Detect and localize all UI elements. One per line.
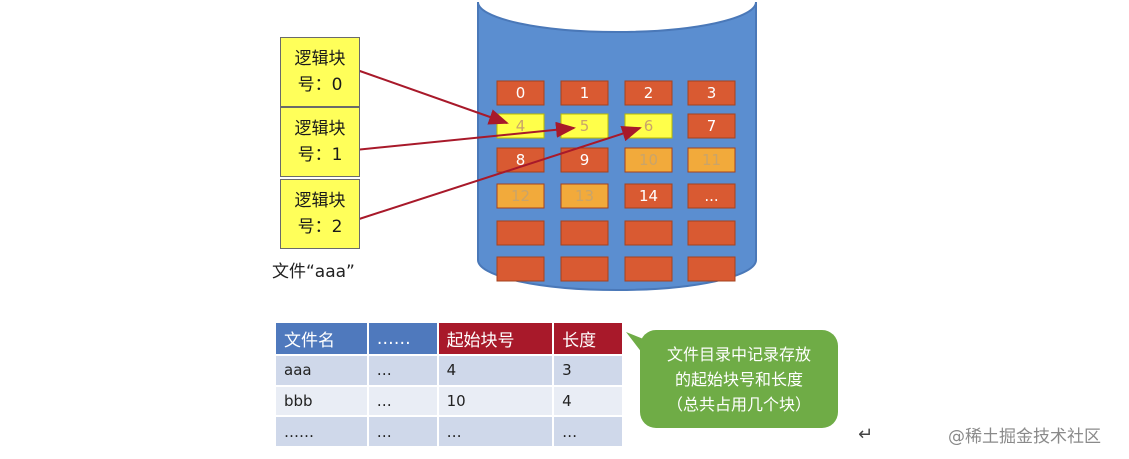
disk-block-17 <box>560 220 609 246</box>
cell-length: 4 <box>552 384 624 418</box>
disk-block-13 <box>560 183 609 209</box>
table-row: aaa … 4 3 <box>274 354 624 387</box>
disk-block-label: 12 <box>511 187 530 205</box>
disk-block-16 <box>496 220 545 246</box>
cell-file-name: aaa <box>274 354 369 387</box>
mapping-arrows <box>352 69 642 222</box>
table-row: …… … … … <box>274 415 624 448</box>
watermark: @稀土掘金技术社区 <box>948 427 1101 447</box>
logical-block-2: 逻辑块 号：2 <box>280 179 360 249</box>
disk-block-label: 2 <box>644 84 654 102</box>
disk-block-2 <box>624 80 673 106</box>
mapping-arrow-2 <box>352 125 642 222</box>
header-ellipsis: …… <box>366 321 439 356</box>
logical-block-1: 逻辑块 号：1 <box>280 107 360 177</box>
disk-block-3 <box>687 80 736 106</box>
disk-block-11 <box>687 147 736 173</box>
cell-file-name: …… <box>274 415 369 448</box>
callout-line-2: 的起始块号和长度 <box>674 369 803 389</box>
disk-block-label: ... <box>704 187 718 205</box>
table-header-row: 文件名 …… 起始块号 长度 <box>274 321 624 356</box>
logical-block-number: 号：1 <box>297 145 343 165</box>
header-start-block: 起始块号 <box>436 321 555 356</box>
callout-line-1: 文件目录中记录存放 <box>666 344 811 364</box>
header-length: 长度 <box>552 321 624 356</box>
disk-block-8 <box>496 147 545 173</box>
disk-block-1 <box>560 80 609 106</box>
disk-block-7 <box>687 113 736 139</box>
disk-block-label: 14 <box>639 187 658 205</box>
mapping-arrow-0 <box>356 69 509 125</box>
cell-start-block: … <box>436 415 555 448</box>
explanation-callout: 文件目录中记录存放 的起始块号和长度 （总共占用几个块） <box>640 330 838 428</box>
disk-block-0 <box>496 80 545 106</box>
logical-block-label: 逻辑块 <box>294 49 346 69</box>
disk-block-label: 13 <box>575 187 594 205</box>
header-file-name: 文件名 <box>274 321 369 356</box>
disk-block-label: 5 <box>580 117 590 135</box>
disk-block-20 <box>496 256 545 282</box>
disk-cylinder <box>477 1 757 291</box>
disk-block-label: 8 <box>516 151 526 169</box>
disk-block-18 <box>624 220 673 246</box>
disk-block-19 <box>687 220 736 246</box>
logical-block-label: 逻辑块 <box>294 191 346 211</box>
disk-block-label: 4 <box>516 117 526 135</box>
file-name-label: 文件“aaa” <box>272 262 355 282</box>
logical-block-label: 逻辑块 <box>294 119 346 139</box>
cell-start-block: 4 <box>436 354 555 387</box>
cell-start-block: 10 <box>436 384 555 418</box>
callout-line-3: （总共占用几个块） <box>666 394 811 414</box>
logical-block-number: 号：0 <box>297 75 343 95</box>
disk-block-23 <box>687 256 736 282</box>
logical-block-number: 号：2 <box>297 217 343 237</box>
disk-block-label: 10 <box>639 151 658 169</box>
cell-length: 3 <box>552 354 624 387</box>
disk-block-label: 9 <box>580 151 590 169</box>
disk-block-label: 7 <box>707 117 717 135</box>
logical-block-0: 逻辑块 号：0 <box>280 37 360 107</box>
cell-length: … <box>552 415 624 448</box>
disk-block-label: 6 <box>644 117 654 135</box>
mapping-arrow-1 <box>354 121 576 151</box>
return-mark-icon: ↵ <box>858 424 874 445</box>
disk-block-label: 0 <box>516 84 526 102</box>
disk-block-label: 1 <box>580 84 590 102</box>
disk-block-10 <box>624 147 673 173</box>
cell-ellipsis: … <box>366 354 439 387</box>
disk-block-label: 11 <box>702 151 721 169</box>
disk-block-21 <box>560 256 609 282</box>
disk-block-label: 3 <box>707 84 717 102</box>
disk-block-15 <box>687 183 736 209</box>
cell-file-name: bbb <box>274 384 369 418</box>
file-directory-table: 文件名 …… 起始块号 长度 aaa … 4 3 bbb … 10 4 …… …… <box>274 321 624 448</box>
table-row: bbb … 10 4 <box>274 384 624 418</box>
disk-block-12 <box>496 183 545 209</box>
cell-ellipsis: … <box>366 384 439 418</box>
disk-block-22 <box>624 256 673 282</box>
cell-ellipsis: … <box>366 415 439 448</box>
disk-block-14 <box>624 183 673 209</box>
